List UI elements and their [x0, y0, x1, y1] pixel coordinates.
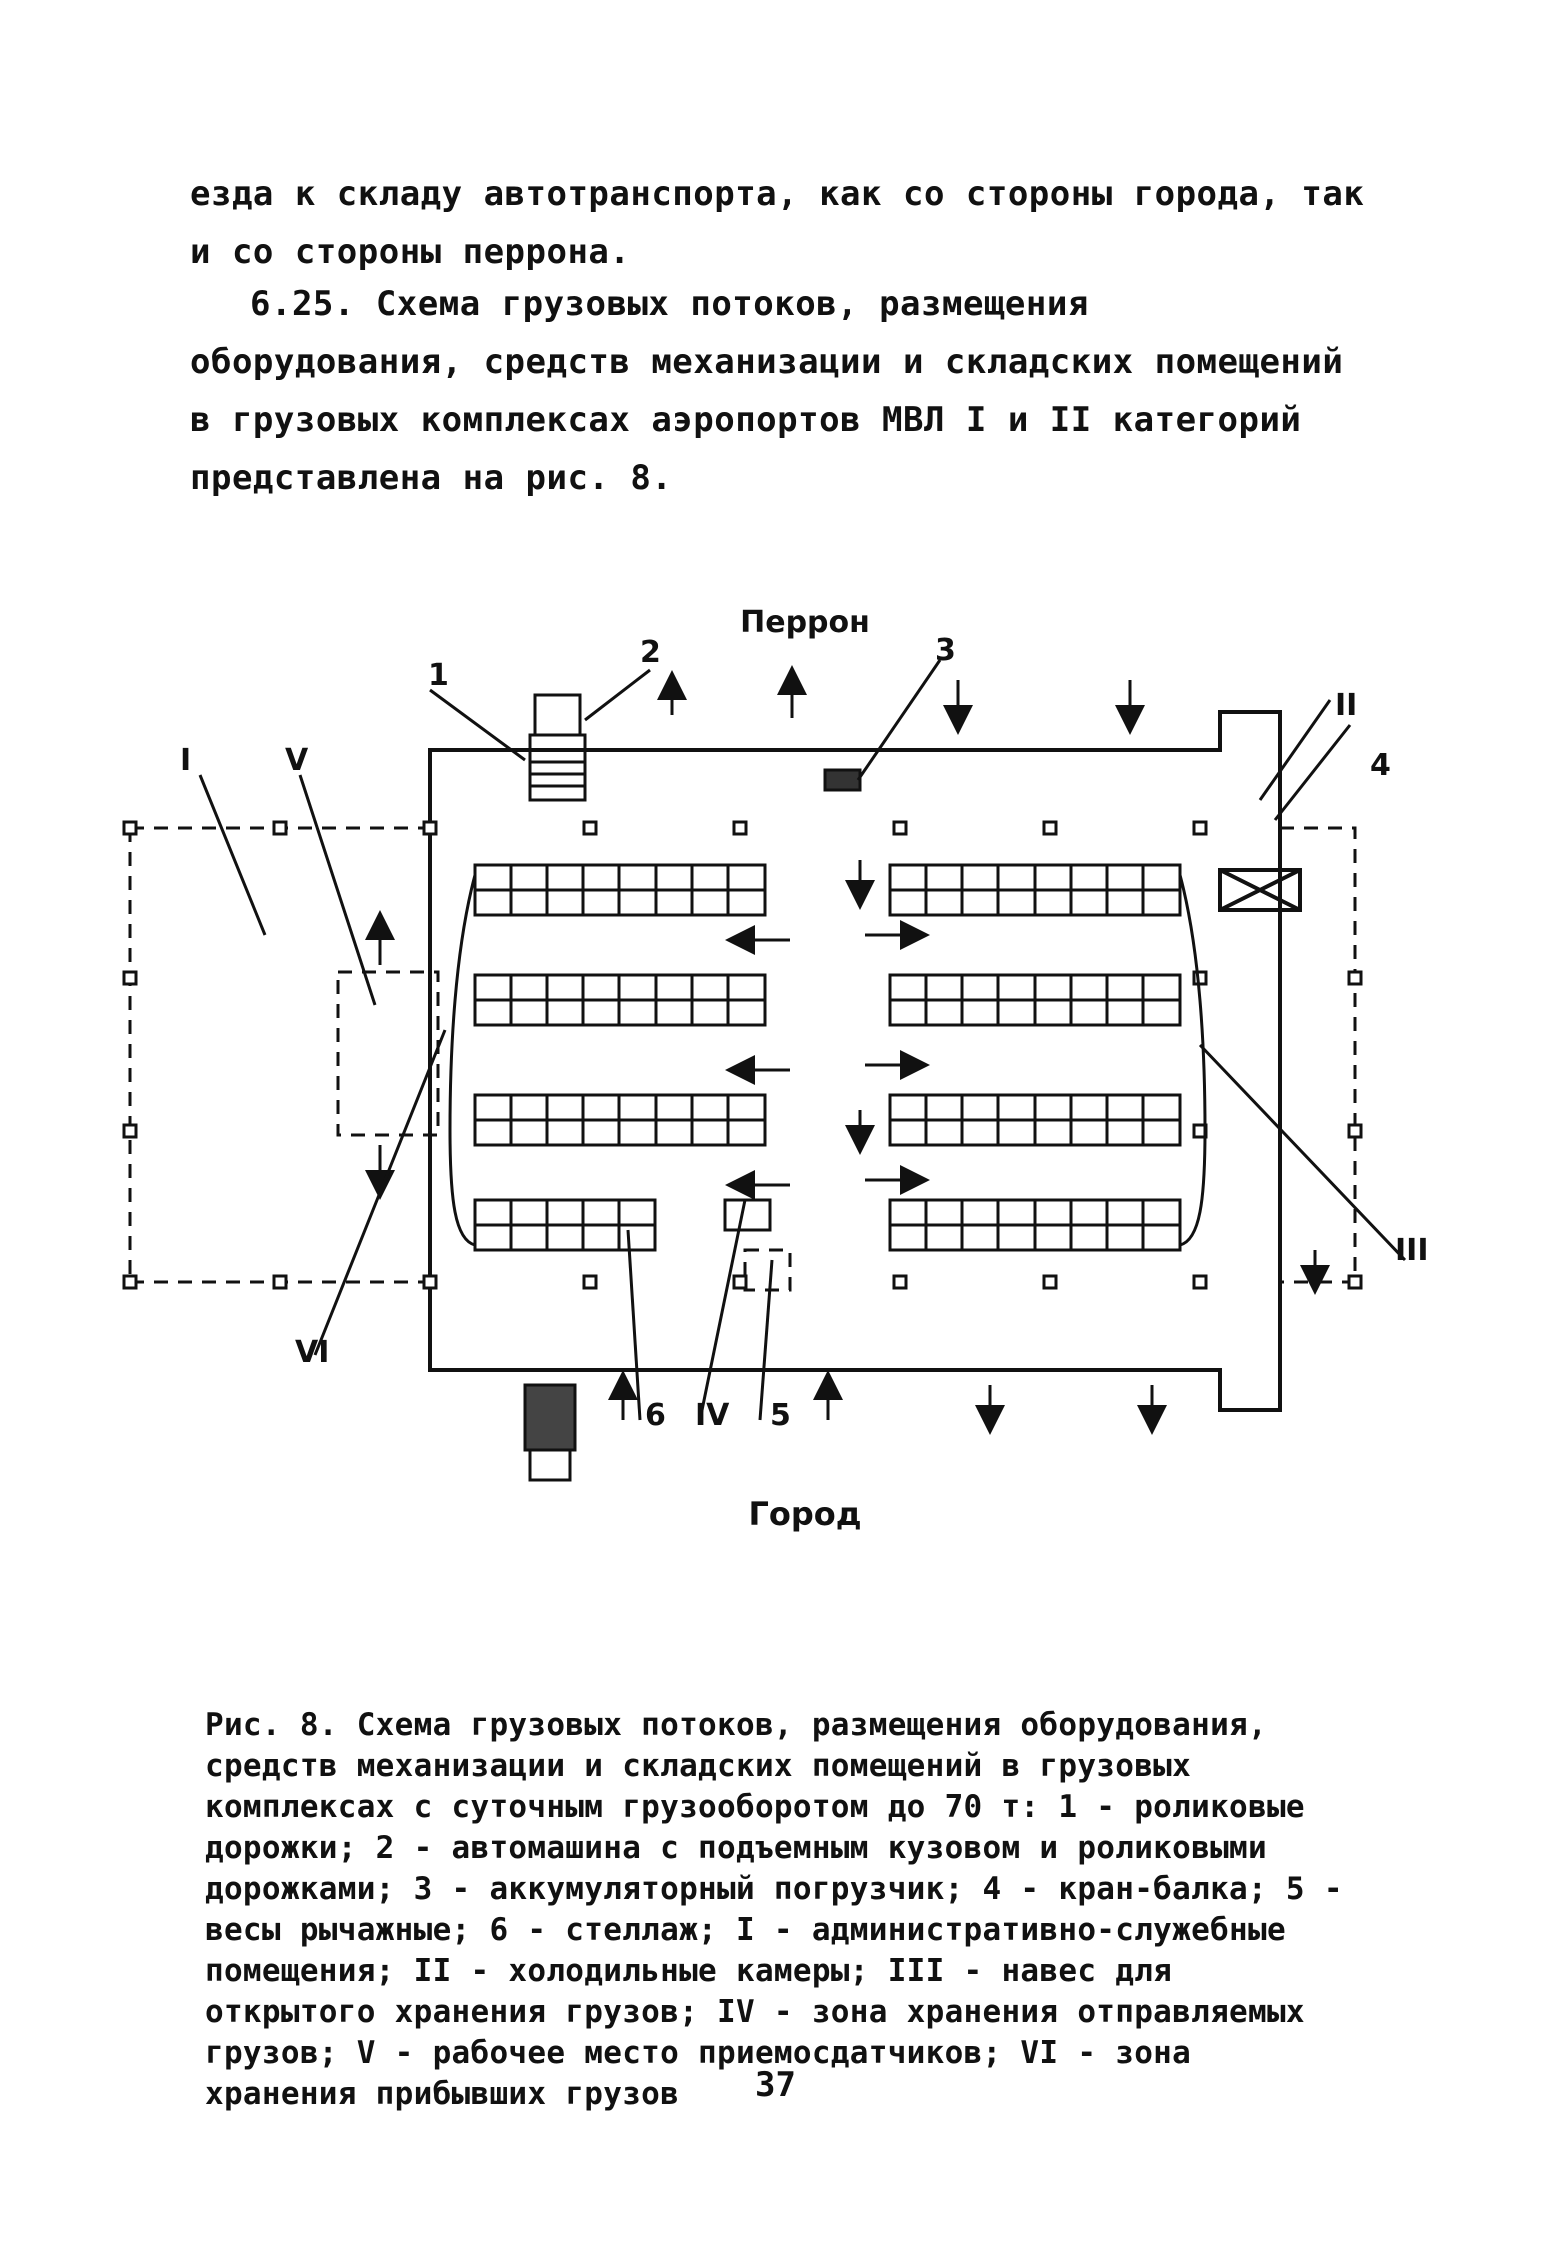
- shelving-racks: [473, 863, 1182, 1252]
- label-6: 6: [645, 1398, 666, 1433]
- perimeter-posts: [122, 820, 1363, 1290]
- label-roman-5: V: [285, 743, 309, 778]
- columns: [422, 820, 1208, 1290]
- label-3: 3: [935, 633, 956, 668]
- label-5: 5: [770, 1398, 791, 1433]
- crane-beam: [1218, 868, 1302, 912]
- truck-top: [528, 693, 587, 802]
- label-roman-2: II: [1335, 688, 1357, 723]
- label-top: Перрон: [740, 605, 870, 640]
- label-4: 4: [1370, 748, 1391, 783]
- body-paragraph-1: езда к складу автотранспорта, как со сто…: [190, 174, 1365, 272]
- cargo-flow-diagram: Перрон Город 1 2 3 4 5 6 I II III IV V V…: [122, 605, 1429, 1533]
- label-roman-4: IV: [695, 1398, 730, 1433]
- label-1: 1: [428, 658, 449, 693]
- dashed-perimeter: [128, 826, 1357, 1292]
- forklift: [823, 768, 862, 792]
- label-2: 2: [640, 635, 661, 670]
- roller-conveyors: [448, 874, 1207, 1247]
- leader-lines: [198, 659, 1407, 1421]
- figure-caption: Рис. 8. Схема грузовых потоков, размещен…: [205, 1707, 1343, 2112]
- label-roman-6: VI: [295, 1335, 329, 1370]
- truck-bottom: [523, 1383, 577, 1482]
- warehouse-outline: [428, 710, 1282, 1412]
- flow-arrows: [365, 665, 1330, 1435]
- label-roman-3: III: [1395, 1233, 1429, 1268]
- label-bottom: Город: [748, 1495, 861, 1533]
- page-number: 37: [755, 2065, 796, 2105]
- label-roman-1: I: [180, 743, 191, 778]
- body-paragraph-2: 6.25. Схема грузовых потоков, размещения…: [190, 284, 1344, 498]
